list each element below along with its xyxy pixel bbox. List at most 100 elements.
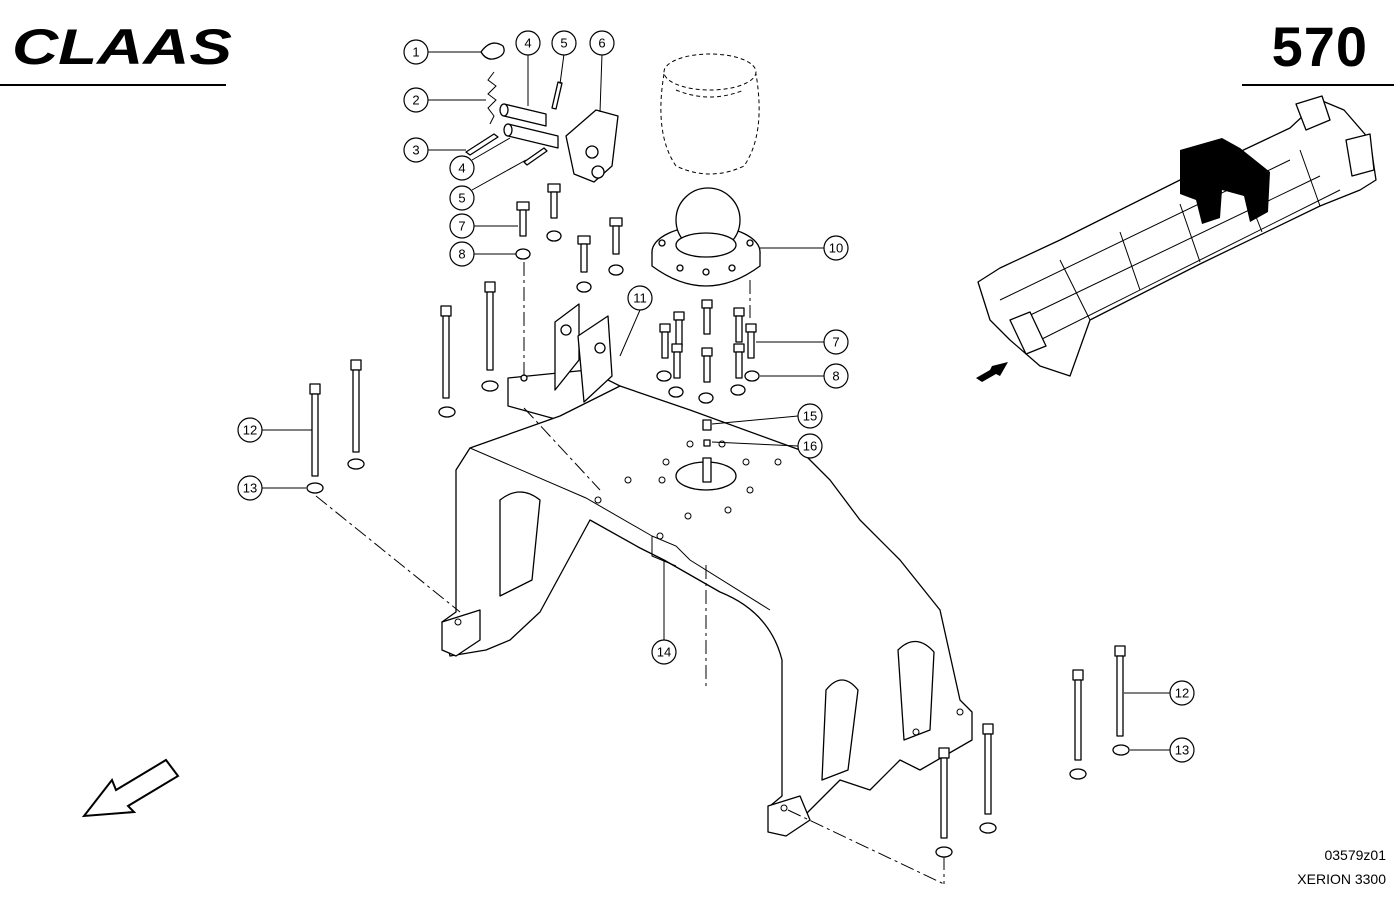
nut — [546, 230, 562, 242]
leader — [471, 159, 527, 191]
leader — [559, 53, 565, 85]
callout-label: 1 — [412, 45, 419, 60]
washer — [347, 458, 365, 470]
foot-hole — [956, 708, 964, 716]
washer — [1112, 744, 1130, 756]
frame-body — [441, 385, 973, 833]
deck-edge — [651, 535, 771, 611]
bracket-hole-lower — [591, 165, 605, 179]
align-line — [315, 495, 461, 613]
front-support-frame-part-14 — [441, 385, 973, 837]
bolt-head — [733, 343, 745, 353]
callout-7-left: 7 — [449, 213, 475, 239]
grease-nipple-16 — [703, 439, 711, 447]
callout-label: 13 — [243, 481, 257, 496]
frame-outline — [977, 99, 1377, 377]
bolt-head — [440, 305, 452, 317]
bracket-ear-left — [554, 303, 580, 391]
bolt-shank — [1074, 679, 1082, 761]
washer — [979, 822, 997, 834]
claas-logo: CLAAS — [12, 19, 232, 75]
foot-hole — [912, 728, 920, 736]
page-number: 570 — [1271, 15, 1368, 78]
callout-5-top: 5 — [551, 30, 577, 56]
callout-11: 11 — [627, 285, 653, 311]
bolt-head — [701, 299, 713, 309]
ghost-ellipse — [663, 53, 757, 91]
flange-hole — [676, 264, 684, 272]
leader — [471, 137, 511, 161]
callout-6: 6 — [589, 30, 615, 56]
callout-label: 7 — [832, 335, 839, 350]
bracket-ear-right — [577, 315, 613, 403]
callout-5-lower: 5 — [449, 185, 475, 211]
washer — [438, 406, 456, 418]
callout-13-left: 13 — [237, 475, 263, 501]
bolt-head — [745, 323, 757, 333]
deck-hole — [774, 458, 782, 466]
coupling-neck — [675, 232, 737, 258]
washer — [306, 482, 324, 494]
leader-lines — [262, 51, 1170, 751]
bolt-cluster-left — [515, 183, 624, 293]
bolt-shank — [673, 351, 681, 379]
callout-2: 2 — [403, 87, 429, 113]
nut — [576, 281, 592, 293]
frame-bracket — [1345, 133, 1375, 177]
callout-12-right: 12 — [1169, 680, 1195, 706]
washer — [481, 380, 499, 392]
callout-label: 2 — [412, 93, 419, 108]
ball-coupling-part-10 — [651, 187, 761, 287]
foot-block-left — [441, 609, 481, 657]
callout-12-left: 12 — [237, 417, 263, 443]
bolt-head — [547, 183, 561, 193]
brand-logo-text: CLAAS — [12, 19, 232, 75]
roll-pin-part-5-lower — [523, 147, 548, 166]
washer — [935, 846, 953, 858]
flange-hole — [728, 264, 736, 272]
bolt-head — [350, 359, 362, 371]
bolt-head — [516, 201, 530, 211]
callout-label: 12 — [1175, 686, 1189, 701]
bolt-head — [609, 217, 623, 227]
washer — [1069, 768, 1087, 780]
bolt-shank — [703, 307, 711, 335]
bolt-cluster-center — [656, 299, 760, 404]
bolt-head — [659, 323, 671, 333]
ear-hole — [594, 342, 606, 354]
bolt-shank — [311, 393, 319, 477]
flange-hole — [702, 268, 710, 276]
bolt-shank — [352, 369, 360, 453]
bolt-head — [938, 747, 950, 759]
callout-label: 10 — [829, 241, 843, 256]
ear-hole — [560, 324, 572, 336]
leader — [711, 415, 799, 425]
nut — [744, 370, 760, 382]
deck-hole — [718, 440, 726, 448]
bolt-shank — [675, 319, 683, 347]
bolt-head — [701, 347, 713, 357]
deck-hole — [594, 496, 602, 504]
pin-part-4-upper — [503, 103, 547, 127]
hitch-pin-assembly — [465, 42, 619, 183]
bolt-head — [673, 311, 685, 321]
callout-label: 6 — [598, 36, 605, 51]
grease-fittings — [702, 419, 712, 483]
vehicle-frame-overview — [976, 95, 1377, 382]
callout-label: 7 — [458, 219, 465, 234]
deck-edge — [469, 447, 653, 537]
deck-hole — [624, 476, 632, 484]
callout-10: 10 — [823, 235, 849, 261]
bolt-head — [982, 723, 994, 735]
left-leg-window — [499, 491, 541, 597]
deck-hole — [746, 486, 754, 494]
chain-part-2 — [487, 71, 497, 125]
alignment-lines — [315, 262, 945, 885]
travel-direction-arrow-icon — [81, 758, 180, 818]
deck-hole — [656, 532, 664, 540]
callout-8-left: 8 — [449, 241, 475, 267]
callout-4-top: 4 — [515, 30, 541, 56]
bolt-shank — [612, 225, 620, 255]
nut — [730, 384, 746, 396]
right-leg-window — [821, 679, 859, 781]
